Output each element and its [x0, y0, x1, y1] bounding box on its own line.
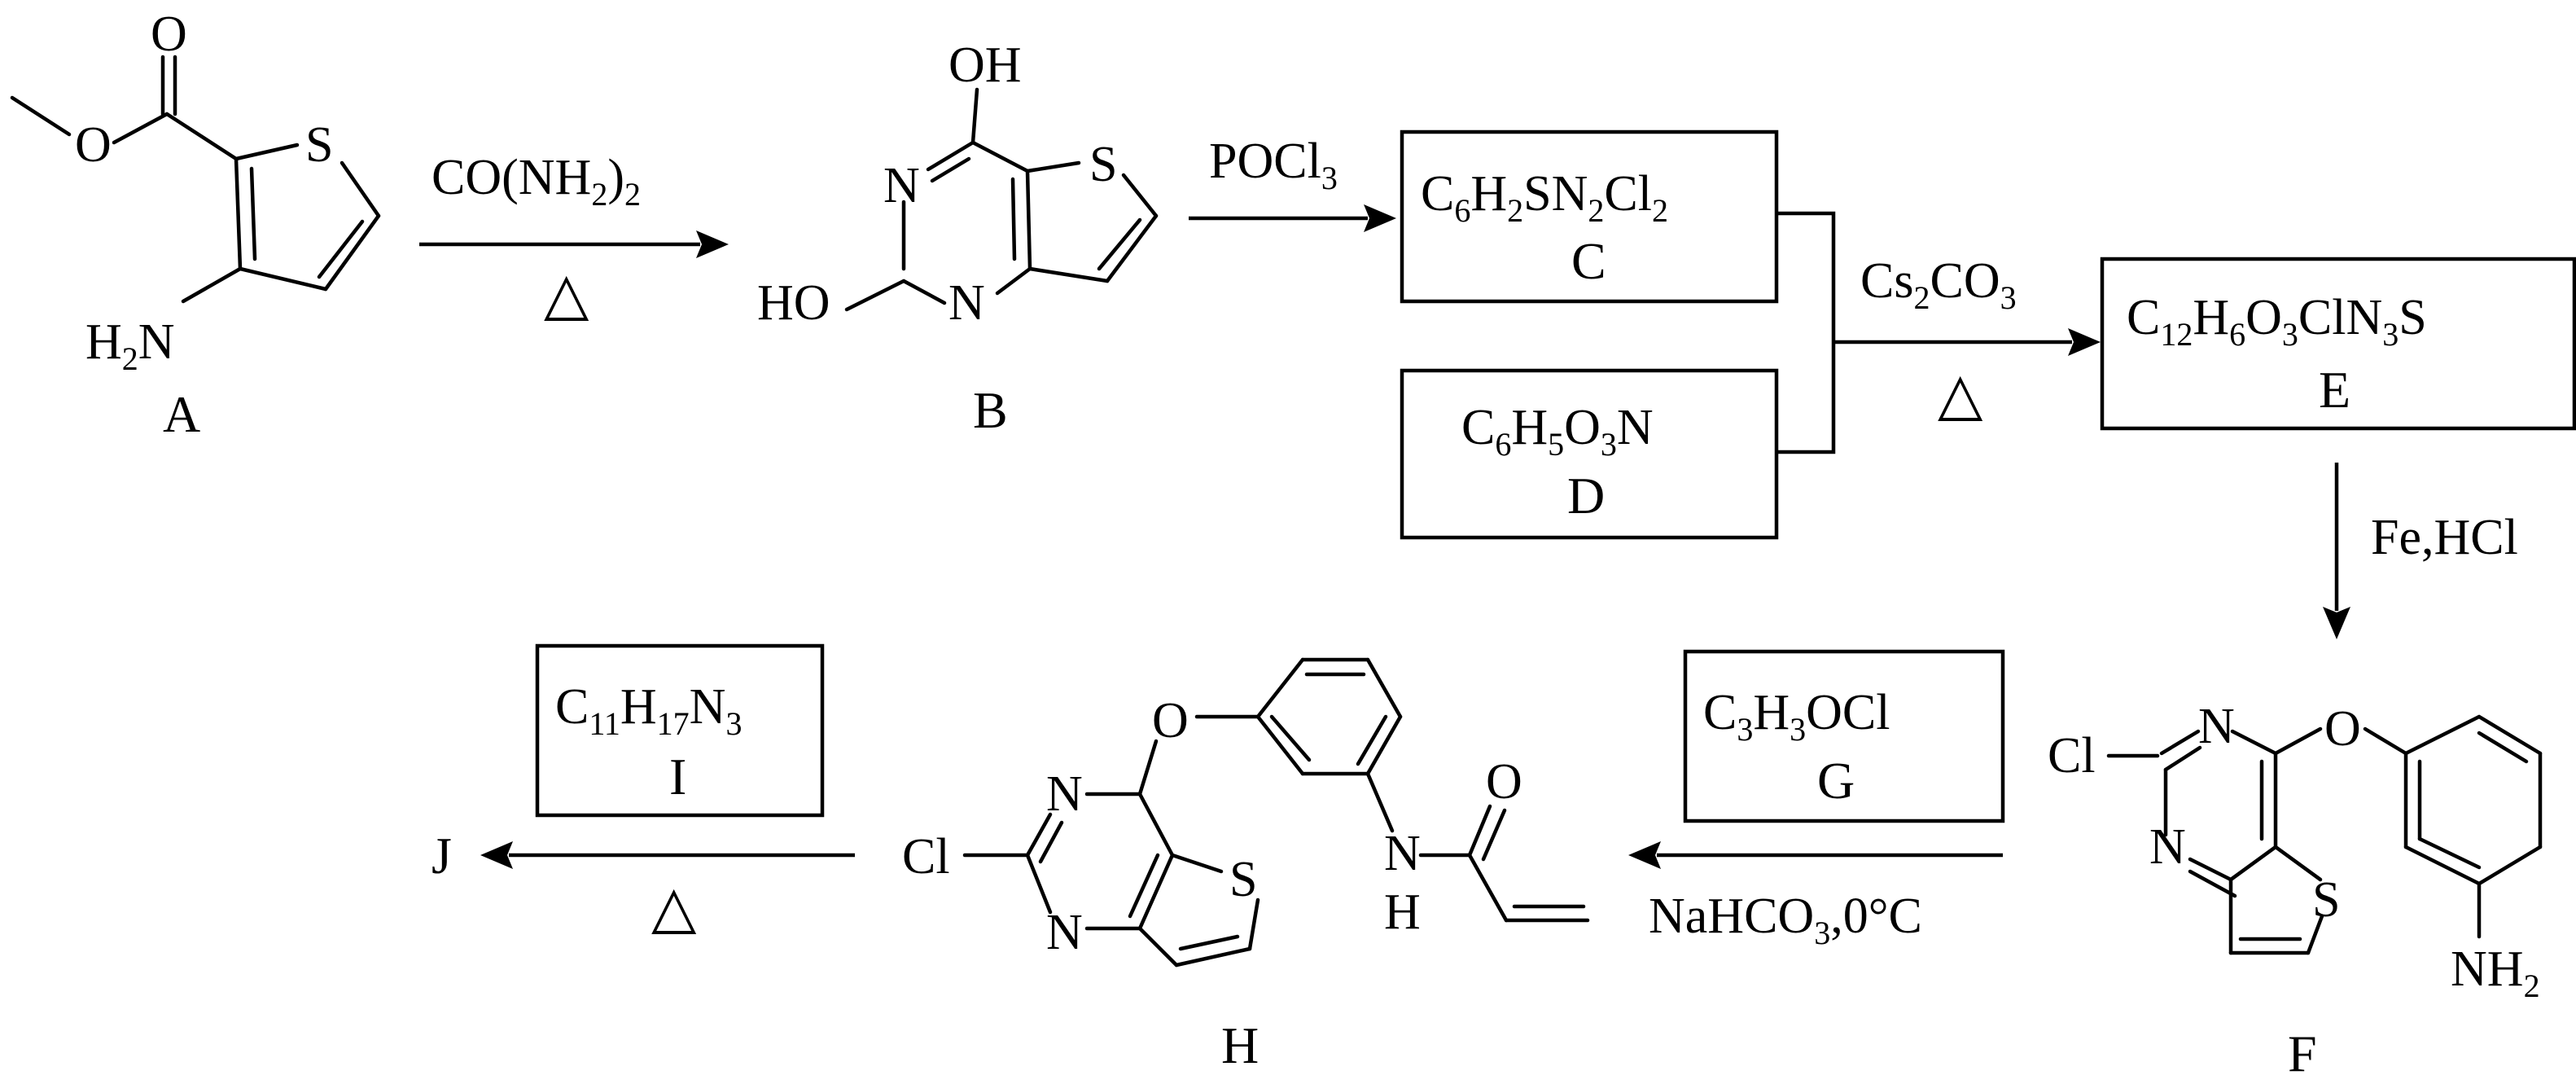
heat-icon: △ — [544, 261, 589, 327]
formula-g: C3H3OCl — [1703, 685, 1890, 748]
atom-f-sulfur: S — [2312, 872, 2340, 928]
label-e: E — [2319, 361, 2350, 419]
atom-f-nitrogen-1: N — [2149, 819, 2186, 875]
atom-b-hydroxyl-left: HO — [757, 275, 830, 331]
arrow-f-to-h: NaHCO3,0°C — [1628, 841, 2003, 951]
formula-e: C12H6O3ClN3S — [2127, 290, 2427, 353]
atom-f-amine: NH2 — [2451, 941, 2540, 1004]
label-c: C — [1571, 232, 1606, 290]
atom-a-amine: H2N — [85, 314, 175, 377]
atom-f-chlorine: Cl — [2048, 728, 2096, 783]
atom-h-ether-oxygen: O — [1152, 693, 1189, 748]
reagent-nahco3: NaHCO3,0°C — [1649, 889, 1922, 951]
label-b: B — [973, 381, 1008, 439]
atom-h-sulfur: S — [1229, 852, 1257, 907]
atom-h-chlorine: Cl — [902, 829, 950, 884]
arrow-h-to-j: △ — [480, 841, 855, 940]
label-h: H — [1221, 1016, 1259, 1074]
formula-c: C6H2SN2Cl2 — [1421, 166, 1668, 229]
atom-a-ester-oxygen: O — [75, 117, 112, 173]
formula-i: C11H17N3 — [555, 679, 742, 742]
atom-h-carbonyl-oxygen: O — [1486, 754, 1522, 810]
box-g: C3H3OCl G — [1683, 649, 2005, 823]
label-f: F — [2288, 1025, 2317, 1082]
reagent-fe-hcl: Fe,HCl — [2371, 510, 2518, 565]
label-j: J — [432, 827, 452, 884]
atom-a-carbonyl-oxygen: O — [151, 7, 187, 62]
arrow-a-to-b: CO(NH2)2 △ — [419, 150, 729, 327]
label-g: G — [1817, 752, 1855, 810]
compound-f-structure: Cl N N O S NH2 — [2048, 699, 2543, 1004]
compound-b-structure: OH N N HO S — [757, 37, 1159, 331]
atom-f-nitrogen-3: N — [2198, 699, 2235, 754]
arrow-cd-to-e: Cs2CO3 △ — [1776, 211, 2101, 454]
box-d: C6H5O3N D — [1400, 368, 1779, 540]
label-i: I — [669, 748, 686, 805]
arrow-e-to-f: Fe,HCl — [2323, 463, 2518, 639]
label-a: A — [163, 385, 200, 443]
atom-b-hydroxyl-top: OH — [948, 37, 1022, 93]
heat-icon: △ — [1938, 362, 1983, 427]
label-d: D — [1567, 467, 1605, 524]
atom-b-nitrogen-3: N — [883, 158, 920, 213]
box-c: C6H2SN2Cl2 C — [1400, 129, 1779, 304]
formula-d: C6H5O3N — [1461, 400, 1654, 463]
reagent-cs2co3: Cs2CO3 — [1860, 253, 2017, 316]
heat-icon: △ — [651, 875, 697, 940]
atom-a-sulfur: S — [305, 117, 333, 173]
compound-a-structure: O O S H2N — [10, 7, 381, 377]
atom-h-nitrogen-1: N — [1046, 905, 1083, 960]
atom-h-nitrogen-3: N — [1046, 766, 1083, 822]
reagent-urea: CO(NH2)2 — [432, 150, 641, 213]
box-i: C11H17N3 I — [535, 643, 825, 818]
atom-f-ether-oxygen: O — [2324, 701, 2361, 757]
atom-b-nitrogen-1: N — [948, 275, 985, 331]
arrow-b-to-c: POCl3 — [1189, 134, 1396, 232]
box-e: C12H6O3ClN3S E — [2100, 257, 2576, 431]
reagent-pocl3: POCl3 — [1209, 134, 1338, 196]
atom-h-amide-nitrogen: N — [1384, 826, 1421, 881]
compound-h-structure: Cl N N O S N H O — [902, 657, 1590, 968]
atom-h-amide-hydrogen: H — [1384, 884, 1421, 940]
atom-b-sulfur: S — [1089, 137, 1117, 192]
